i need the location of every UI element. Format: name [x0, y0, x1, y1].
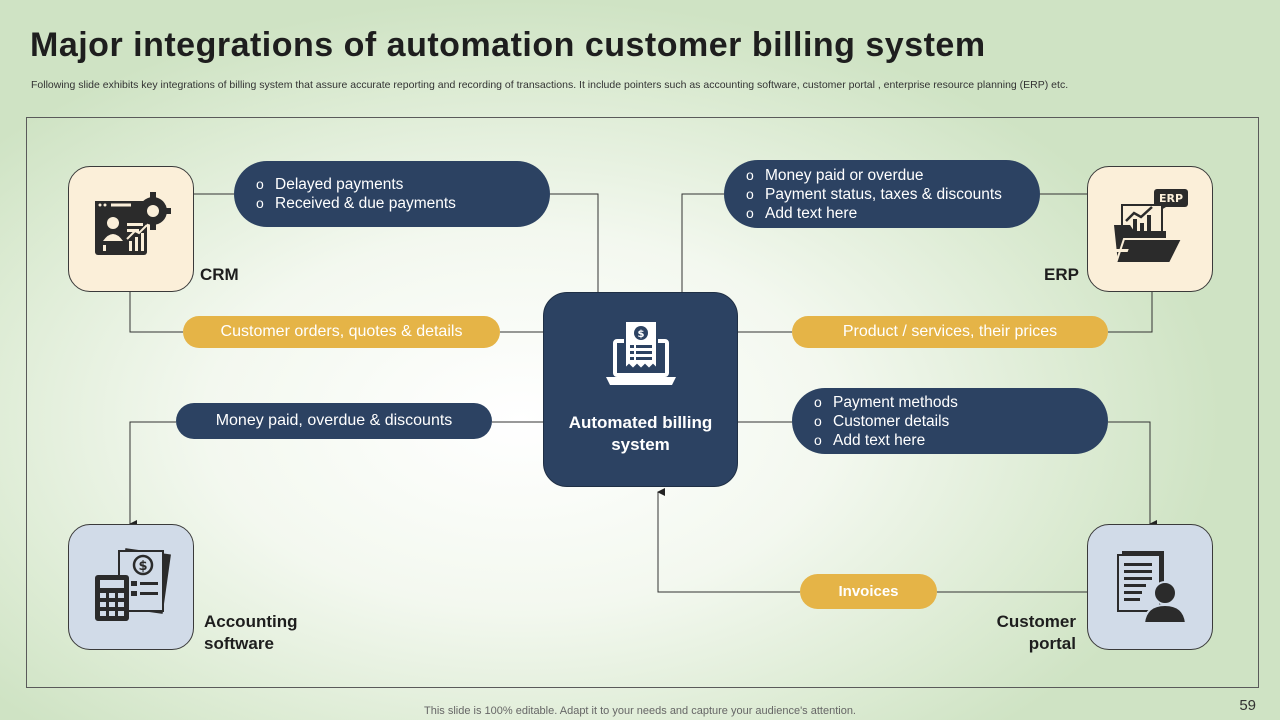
crm-info-bubble: Delayed payments Received & due payments — [234, 161, 550, 227]
connector-crm-orders — [129, 292, 183, 333]
document-user-icon — [1110, 545, 1190, 630]
erp-products-pill: Product / services, their prices — [792, 316, 1108, 348]
center-label: Automated billing system — [568, 413, 713, 454]
erp-folder-chart-icon: ERP — [1108, 185, 1192, 274]
list-item: Add text here — [814, 431, 1108, 450]
connector-portal-bubble-portal — [1108, 421, 1157, 528]
svg-text:$: $ — [138, 559, 147, 574]
page-number: 59 — [1239, 697, 1256, 714]
list-item: Delayed payments — [256, 175, 550, 194]
connector-money-accounting — [129, 421, 176, 528]
connector-invoices-center — [657, 488, 800, 593]
svg-text:$: $ — [637, 329, 644, 340]
crm-gear-chart-icon — [91, 187, 171, 272]
list-item: Customer details — [814, 412, 1108, 431]
automated-billing-node: $ Automated billing system — [543, 292, 738, 487]
list-item: Payment status, taxes & discounts — [746, 185, 1040, 204]
list-item: Received & due payments — [256, 194, 550, 213]
accounting-label: Accounting software — [204, 612, 298, 653]
accounting-money-pill: Money paid, overdue & discounts — [176, 403, 492, 439]
connector-crm-bubble-center — [550, 193, 599, 292]
accounting-node: $ — [68, 524, 194, 650]
crm-node — [68, 166, 194, 292]
crm-orders-pill: Customer orders, quotes & details — [183, 316, 500, 348]
footer-note: This slide is 100% editable. Adapt it to… — [424, 705, 856, 717]
laptop-invoice-icon: $ — [603, 317, 679, 398]
page-subtitle: Following slide exhibits key integration… — [31, 79, 1069, 91]
erp-info-bubble: Money paid or overdue Payment status, ta… — [724, 160, 1040, 228]
page-title: Major integrations of automation custome… — [30, 26, 986, 64]
portal-label: Customer portal — [996, 612, 1076, 653]
connector-erp-bubble-center — [681, 193, 724, 292]
erp-node: ERP — [1087, 166, 1213, 292]
calculator-document-icon: $ — [91, 545, 171, 630]
invoices-pill: Invoices — [800, 574, 937, 609]
portal-info-bubble: Payment methods Customer details Add tex… — [792, 388, 1108, 454]
connector-products-erp — [1108, 292, 1153, 333]
list-item: Money paid or overdue — [746, 166, 1040, 185]
portal-node — [1087, 524, 1213, 650]
list-item: Add text here — [746, 204, 1040, 223]
crm-label: CRM — [200, 265, 239, 284]
list-item: Payment methods — [814, 393, 1108, 412]
erp-badge-text: ERP — [1159, 192, 1183, 205]
diagram-frame — [26, 117, 1259, 688]
erp-label: ERP — [1044, 265, 1079, 284]
